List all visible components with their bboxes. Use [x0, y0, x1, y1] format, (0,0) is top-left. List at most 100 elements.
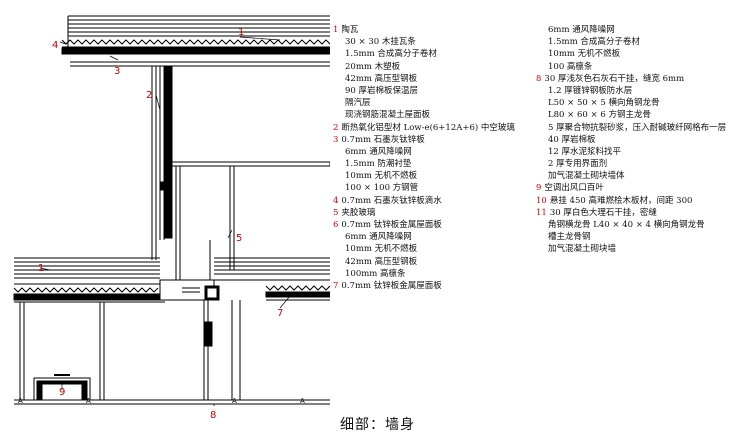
note-row: 10mm 无机不燃板	[333, 243, 515, 255]
callout-2: 2	[146, 90, 152, 101]
note-text: 0.7mm 钛锌板金属屋面板	[341, 220, 442, 230]
callout-1-top: 1	[238, 27, 244, 38]
svg-text:A: A	[232, 397, 237, 405]
note-text: 100 × 100 方钢管	[345, 183, 419, 194]
callout-9: 9	[59, 387, 65, 398]
note-text: 角钢横龙骨 L40 × 40 × 4 横向角钢龙骨	[548, 220, 705, 230]
note-row: 6mm 通风降噪网	[536, 24, 726, 36]
note-text: 现浇钢筋混凝土屋面板	[345, 110, 431, 121]
note-text: 30 × 30 木挂瓦条	[345, 37, 416, 48]
callout-3: 3	[114, 66, 120, 77]
note-number: 4	[333, 195, 339, 206]
note-number: 1	[333, 25, 339, 35]
note-row: L80 × 60 × 6 方钢主龙骨	[536, 109, 726, 121]
note-number: 6	[333, 220, 339, 230]
note-text: 40 厚岩棉板	[548, 134, 596, 145]
note-text: 20mm 木塑板	[345, 61, 401, 72]
note-row: 1.5mm 合成高分子卷材	[333, 48, 515, 60]
note-row: 1.2 厚镀锌钢板防水层	[536, 85, 726, 97]
note-row: 100 × 100 方钢管	[333, 182, 515, 194]
note-text: 10mm 无机不燃板	[548, 49, 621, 60]
callout-4: 4	[52, 40, 58, 51]
note-text: 1.2 厚镀锌钢板防水层	[548, 85, 633, 96]
note-text: 1.5mm 防潮衬垫	[345, 159, 412, 170]
note-row: 100mm 高檩条	[333, 268, 515, 280]
note-text: 6mm 通风降噪网	[345, 232, 412, 243]
note-text: 100mm 高檩条	[345, 268, 406, 279]
note-text: 12 厚水泥浆料找平	[548, 146, 622, 157]
note-text: 空调出风口百叶	[544, 183, 604, 194]
callout-1-lower: 1	[38, 263, 44, 274]
note-text: 隔汽层	[345, 98, 371, 109]
note-row: 12 厚水泥浆料找平	[536, 146, 726, 158]
wall-section-drawing: A A A A 1 4 3 2 5 1 7 9 8	[13, 15, 330, 421]
lower-roof-assembly	[13, 257, 330, 303]
note-row: 10mm 无机不燃板	[333, 170, 515, 182]
note-number: 3	[333, 134, 339, 145]
note-text: 1.5mm 合成高分子卷材	[548, 37, 640, 48]
note-row: 1.5mm 合成高分子卷材	[536, 36, 726, 48]
note-text: L80 × 60 × 6 方钢主龙骨	[548, 110, 651, 121]
note-row: 加气混凝土砌块墙体	[536, 170, 726, 182]
note-text: 2 厚专用界面剂	[548, 159, 608, 170]
callout-8: 8	[210, 410, 216, 421]
note-row: 40 厚岩棉板	[536, 134, 726, 146]
callout-5: 5	[236, 233, 242, 244]
note-row: L50 × 50 × 5 横向角钢龙骨	[536, 97, 726, 109]
svg-text:A: A	[86, 397, 91, 405]
note-text: 1.5mm 合成高分子卷材	[345, 49, 437, 60]
note-row: 角钢横龙骨 L40 × 40 × 4 横向角钢龙骨	[536, 219, 726, 231]
note-text: 悬挂 450 高难燃桧木板材，间距 300	[549, 195, 693, 206]
lower-wall	[19, 300, 241, 400]
note-row: 加气混凝土砌块墙	[536, 243, 726, 255]
facade-glazing	[151, 65, 330, 285]
note-text: 5 厚聚合物抗裂砂浆，压入耐碱玻纤网格布一层	[548, 122, 727, 133]
note-text: 0.7mm 钛锌板金属屋面板	[341, 280, 442, 291]
note-number: 9	[536, 183, 542, 194]
note-text: 30 厚白色大理石干挂，密缝	[549, 207, 657, 218]
note-text: 30 厚浅灰色石灰石干挂，缝宽 6mm	[544, 73, 685, 84]
note-text: 陶瓦	[341, 25, 359, 35]
note-row: 现浇钢筋混凝土屋面板	[333, 109, 515, 121]
note-row: 隔汽层	[333, 97, 515, 109]
note-row: 6mm 通风降噪网	[333, 231, 515, 243]
note-row: 42mm 高压型钢板	[333, 73, 515, 85]
note-row: 2 厚专用界面剂	[536, 158, 726, 170]
note-text: 10mm 无机不燃板	[345, 171, 418, 182]
note-number: 11	[536, 207, 547, 218]
leader-lines	[39, 36, 291, 406]
note-number: 5	[333, 207, 339, 218]
note-row: 5 厚聚合物抗裂砂浆，压入耐碱玻纤网格布一层	[536, 122, 726, 134]
note-row: 30 × 30 木挂瓦条	[333, 36, 515, 48]
note-text: 0.7mm 石墨灰钛锌板滴水	[341, 195, 442, 206]
note-text: 0.7mm 石墨灰钛锌板	[341, 134, 425, 145]
note-number: 2	[333, 122, 339, 133]
note-row: 槽主龙骨钢	[536, 231, 726, 243]
note-number: 10	[536, 195, 547, 206]
note-row: 20mm 木塑板	[333, 61, 515, 73]
floor-slab: A A A A	[14, 397, 330, 405]
note-text: L50 × 50 × 5 横向角钢龙骨	[548, 98, 660, 109]
upper-roof-assembly	[61, 15, 330, 67]
note-text: 槽主龙骨钢	[548, 232, 591, 243]
note-row: 100 高檩条	[536, 61, 726, 73]
note-text: 6mm 通风降噪网	[345, 146, 412, 157]
note-number: 7	[333, 280, 339, 291]
drawing-caption: 细部：墙身	[340, 417, 415, 433]
note-text: 100 高檩条	[548, 61, 593, 72]
note-row: 1.5mm 防潮衬垫	[333, 158, 515, 170]
note-row: 42mm 高压型钢板	[333, 256, 515, 268]
